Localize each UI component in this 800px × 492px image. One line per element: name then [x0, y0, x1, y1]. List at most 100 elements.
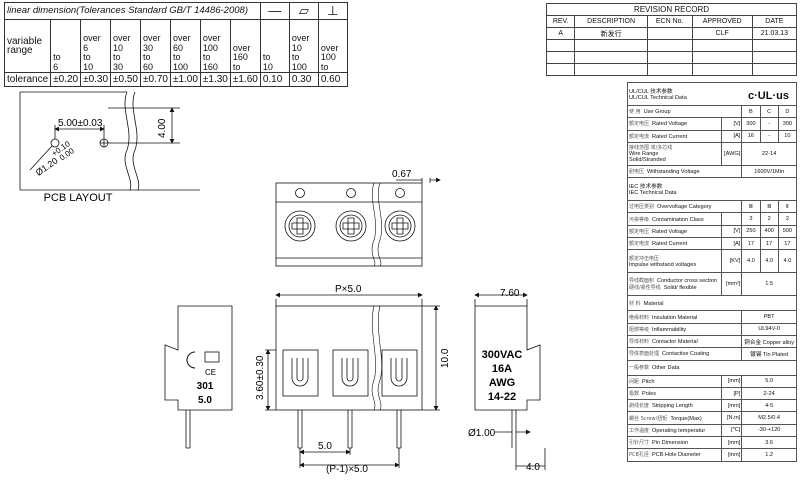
range-col-8-line2: 10 — [291, 42, 302, 53]
other-value: 2-24 — [741, 386, 797, 401]
dim-height: 10.0 — [440, 348, 451, 368]
other-unit: [N.m] — [721, 411, 743, 425]
range-col-3-line4: 60 — [143, 61, 154, 72]
range-col-6-line3: to — [232, 61, 241, 72]
dim-pin: 3.60±0.30 — [255, 355, 266, 400]
range-col-3-line1: over — [143, 33, 161, 43]
material-value: PBT — [741, 310, 797, 324]
other-en: Pitch — [642, 378, 655, 385]
revision-cell — [574, 63, 648, 76]
material-en: Insulation Material — [652, 314, 698, 321]
other-en: PCB Hole Diameter — [651, 452, 701, 459]
other-value: 5.0 — [741, 374, 797, 388]
other-unit: [℃] — [721, 423, 743, 438]
ul-cn: UL/CUL 技术参数 — [629, 89, 673, 95]
other-cn: 极数 — [629, 391, 640, 397]
side-view — [474, 292, 546, 470]
side-mark-awg-range: 14-22 — [488, 391, 516, 403]
other-cn: 剥线长度 — [629, 403, 650, 410]
left-mark-pitch: 5.0 — [198, 395, 212, 406]
other-cn: 间距 — [629, 378, 640, 385]
other-value: -30-+120 — [741, 423, 797, 438]
dim-px: P×5.0 — [335, 284, 362, 295]
revision-cell — [691, 63, 753, 76]
range-col-8-line1: over — [291, 33, 310, 43]
tolerance-label: tolerance — [3, 72, 52, 87]
range-col-0-line3: to — [53, 52, 61, 62]
other-en: Operating temperatur — [652, 427, 706, 434]
revision-header-2: ECN No. — [646, 15, 693, 28]
other-cn: PCB孔径 — [629, 452, 649, 459]
other-cn: 螺丝 Screw/扭矩 — [629, 415, 668, 422]
range-col-4-line4: 100 — [172, 61, 188, 72]
dim-pcb-height: 4.00 — [157, 118, 168, 138]
dim-top: 0.67 — [392, 169, 412, 180]
material-value: 铜合金 Copper alloy — [741, 334, 797, 349]
range-col-2-line2: 10 — [113, 42, 124, 53]
material-value: UL94V-0 — [741, 322, 797, 336]
top-view — [275, 178, 440, 267]
other-value: 3.6 — [741, 436, 797, 450]
dim-pin-dia: Ø1.00 — [468, 428, 496, 439]
range-col-3-line3: to — [143, 52, 151, 62]
revision-cell — [751, 63, 798, 76]
range-col-5-line1: over — [202, 33, 221, 43]
dim-side: 4.0 — [526, 462, 540, 473]
range-col-2-line1: over — [113, 33, 131, 43]
revision-row — [545, 39, 798, 52]
revision-header-3: APPROVED — [691, 15, 753, 28]
side-mark-voltage: 300VAC — [482, 349, 523, 361]
dim-hole: Ø1.20 — [34, 156, 60, 178]
tolerance-value-9: 0.60 — [317, 72, 348, 87]
left-mark-model: 301 — [197, 381, 214, 392]
range-col-6-line2: 160 — [232, 52, 248, 62]
material-en: Contactive Coating — [662, 351, 710, 358]
range-col-9-line1: over — [320, 42, 339, 53]
range-col-5-line4: 160 — [202, 61, 218, 72]
side-mark-awg: AWG — [489, 377, 515, 389]
range-col-4-line2: 60 — [172, 42, 183, 53]
other-cn: 工作温度 — [629, 427, 650, 434]
range-col-0-line4: 6 — [53, 61, 59, 72]
dim-5: 5.0 — [318, 441, 332, 452]
revision-header-0: REV. — [545, 15, 576, 28]
pcb-layout — [19, 91, 200, 191]
revision-cell — [646, 51, 693, 64]
revision-cell — [751, 51, 798, 64]
revision-cell — [646, 39, 693, 52]
other-unit: [mm] — [721, 436, 743, 450]
revision-cell: CLF — [691, 27, 753, 40]
tolerance-value-3: ±0.70 — [140, 72, 171, 87]
technical-drawing: 5.00±0.03 4.00 Ø1.20 +0.10 0.00 PCB LAYO… — [19, 91, 546, 475]
other-unit: [P] — [721, 386, 743, 401]
range-col-9-line3: to — [320, 61, 329, 72]
tolerance-table: linear dimension(Tolerances Standard GB/… — [3, 2, 348, 87]
dim-pitch-tol: 5.00±0.03 — [58, 118, 103, 129]
pcb-layout-label: PCB LAYOUT — [44, 192, 113, 204]
